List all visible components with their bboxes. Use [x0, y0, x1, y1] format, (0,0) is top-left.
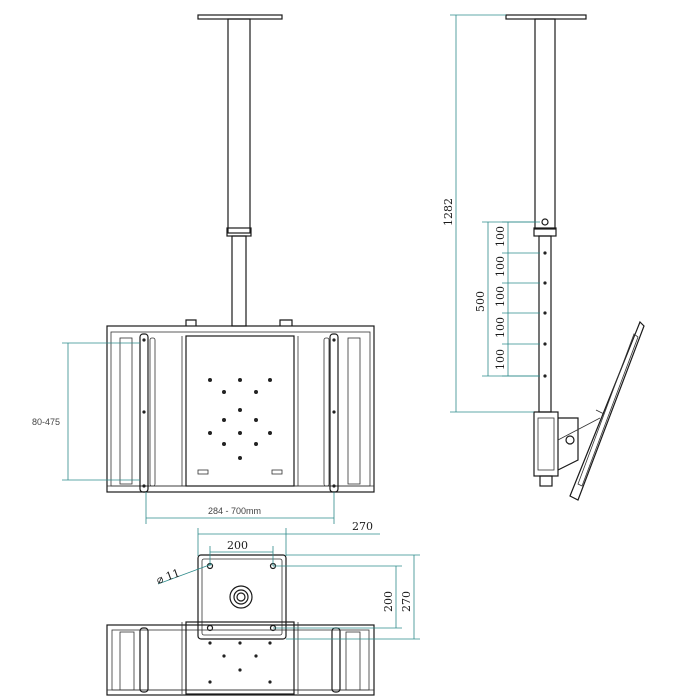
side-lower-column	[538, 235, 552, 413]
side-view: 1282 500 100 100 100 100 100	[442, 14, 645, 501]
left-arm-2	[149, 337, 156, 487]
total-height-dimension: 1282	[442, 14, 534, 413]
hole-diameter-label: ⌀ 11	[155, 566, 182, 586]
tilted-bracket	[569, 320, 645, 501]
width-range-label: 284 - 700mm	[208, 506, 261, 516]
mount-plate	[197, 554, 287, 640]
height-range-dimension: 80-475	[32, 342, 140, 481]
left-arm-1	[139, 333, 149, 493]
total-height-label: 1282	[442, 198, 455, 226]
step-dimensions: 100 100 100 100 100	[494, 221, 540, 377]
center-plate	[185, 335, 295, 487]
width-range-dimension: 284 - 700mm	[145, 492, 335, 524]
plate-holes	[197, 378, 283, 475]
height-range-label: 80-475	[32, 417, 60, 427]
step-label-4: 100	[494, 317, 507, 338]
plate-outer-width-dimension: 270	[197, 520, 380, 556]
plate-height-dimension: 200	[273, 565, 402, 629]
lower-frame	[106, 624, 375, 696]
side-adjust-holes	[543, 251, 547, 378]
step-label-3: 100	[494, 286, 507, 307]
right-rail-outer	[347, 337, 361, 485]
plate-view: 200 270 200 270 ⌀ 11	[106, 520, 420, 696]
side-upper-column	[534, 18, 556, 230]
front-view: 80-475 284 - 700mm	[32, 14, 375, 524]
right-arm-2	[323, 337, 330, 487]
adjust-range-dimension: 500	[474, 221, 540, 377]
left-rail-outer	[119, 337, 133, 485]
head-bracket	[185, 319, 293, 326]
lower-column	[231, 235, 247, 327]
upper-column	[227, 18, 251, 234]
column-collar	[226, 227, 252, 237]
step-label-1: 100	[494, 226, 507, 247]
plate-outer-width-label: 270	[352, 520, 373, 533]
plate-outer-height-dimension: 270	[286, 554, 420, 640]
center-tube	[229, 585, 253, 609]
adjust-range-label: 500	[474, 291, 487, 312]
step-label-5: 100	[494, 349, 507, 370]
frame-outer	[106, 325, 375, 493]
plate-width-label: 200	[227, 539, 248, 552]
lower-frame-holes	[208, 641, 272, 684]
hole-callout: ⌀ 11	[155, 563, 213, 587]
plate-width-dimension: 200	[209, 539, 274, 566]
plate-outer-height-label: 270	[400, 591, 413, 612]
step-label-2: 100	[494, 256, 507, 277]
plate-height-label: 200	[382, 591, 395, 612]
tilt-head-body	[533, 411, 559, 477]
